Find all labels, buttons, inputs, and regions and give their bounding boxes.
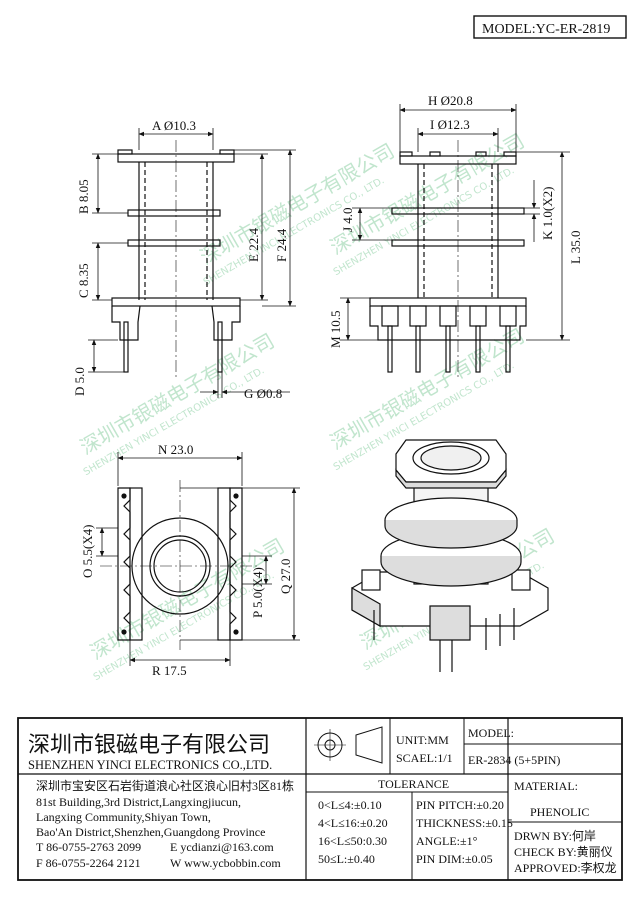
address-line-3: Langxing Community,Shiyan Town,: [36, 810, 211, 824]
dim-p: P 5.0(X4): [250, 567, 265, 618]
dim-k: K 1.0(X2): [540, 187, 555, 240]
pin-pitch: PIN PITCH:±0.20: [416, 798, 504, 812]
front-view-dims: [88, 128, 296, 398]
checked-by: CHECK BY:黄丽仪: [514, 845, 613, 859]
address-line-2: 81st Building,3rd District,Langxingjiucu…: [36, 795, 241, 809]
dim-h: H Ø20.8: [428, 93, 473, 108]
material-header: MATERIAL:: [514, 779, 578, 793]
dim-l: L 35.0: [568, 231, 583, 264]
front-view: [111, 140, 241, 380]
tolerance-header: TOLERANCE: [378, 777, 449, 791]
tolerance-1: 0<L≤4:±0.10: [318, 798, 382, 812]
top-view-dims: [96, 452, 300, 666]
model-value: ER-2834 (5+5PIN): [468, 753, 560, 767]
dim-r: R 17.5: [152, 663, 187, 678]
dim-o: O 5.5(X4): [80, 525, 95, 578]
side-view-dims: [340, 104, 570, 341]
pin-dim: PIN DIM:±0.05: [416, 852, 493, 866]
watermark-cn-4: 深圳市银磁电子有限公司: [326, 324, 529, 455]
tolerance-2: 4<L≤16:±0.20: [318, 816, 388, 830]
side-view: [369, 140, 527, 380]
angle: ANGLE:±1°: [416, 834, 478, 848]
model-header-label: MODEL:: [468, 726, 514, 740]
dim-f: F 24.4: [274, 228, 289, 262]
approved-by: APPROVED:李权龙: [514, 860, 617, 875]
address-line-1: 深圳市宝安区石岩街道浪心社区浪心旧村3区81栋: [36, 778, 294, 793]
isometric-view: [351, 439, 549, 672]
tel: T 86-0755-2763 2099: [36, 840, 141, 854]
title-block: [17, 717, 623, 881]
dim-g: G Ø0.8: [244, 386, 282, 401]
dim-c: C 8.35: [76, 263, 91, 298]
tolerance-3: 16<L≤50:0.30: [318, 834, 387, 848]
top-view: [100, 480, 260, 650]
dim-a: A Ø10.3: [152, 118, 196, 133]
dim-m: M 10.5: [328, 310, 343, 348]
model-header: MODEL:YC-ER-2819: [473, 15, 627, 39]
material-value: PHENOLIC: [530, 805, 589, 819]
dim-d: D 5.0: [72, 367, 87, 396]
drawn-by: DRWN BY:何岸: [514, 829, 596, 843]
company-name-en: SHENZHEN YINCI ELECTRONICS CO.,LTD.: [28, 758, 272, 772]
dim-j: J 4.0: [340, 207, 355, 232]
dim-q: Q 27.0: [278, 559, 293, 594]
dim-b: B 8.05: [76, 179, 91, 214]
dim-n: N 23.0: [158, 442, 193, 457]
fax: F 86-0755-2264 2121: [36, 856, 141, 870]
dim-e: E 22.4: [246, 228, 261, 262]
dim-i: I Ø12.3: [430, 117, 470, 132]
scale-label: SCAEL:1/1: [396, 751, 453, 765]
email: E ycdianzi@163.com: [170, 840, 274, 854]
address-line-4: Bao'An District,Shenzhen,Guangdong Provi…: [36, 825, 265, 839]
company-name-cn: 深圳市银磁电子有限公司: [28, 732, 270, 757]
unit-label: UNIT:MM: [396, 733, 449, 747]
tolerance-4: 50≤L:±0.40: [318, 852, 375, 866]
website: W www.ycbobbin.com: [170, 856, 281, 870]
model-header-text: MODEL:YC-ER-2819: [482, 22, 610, 37]
thickness: THICKNESS:±0.15: [416, 816, 513, 830]
